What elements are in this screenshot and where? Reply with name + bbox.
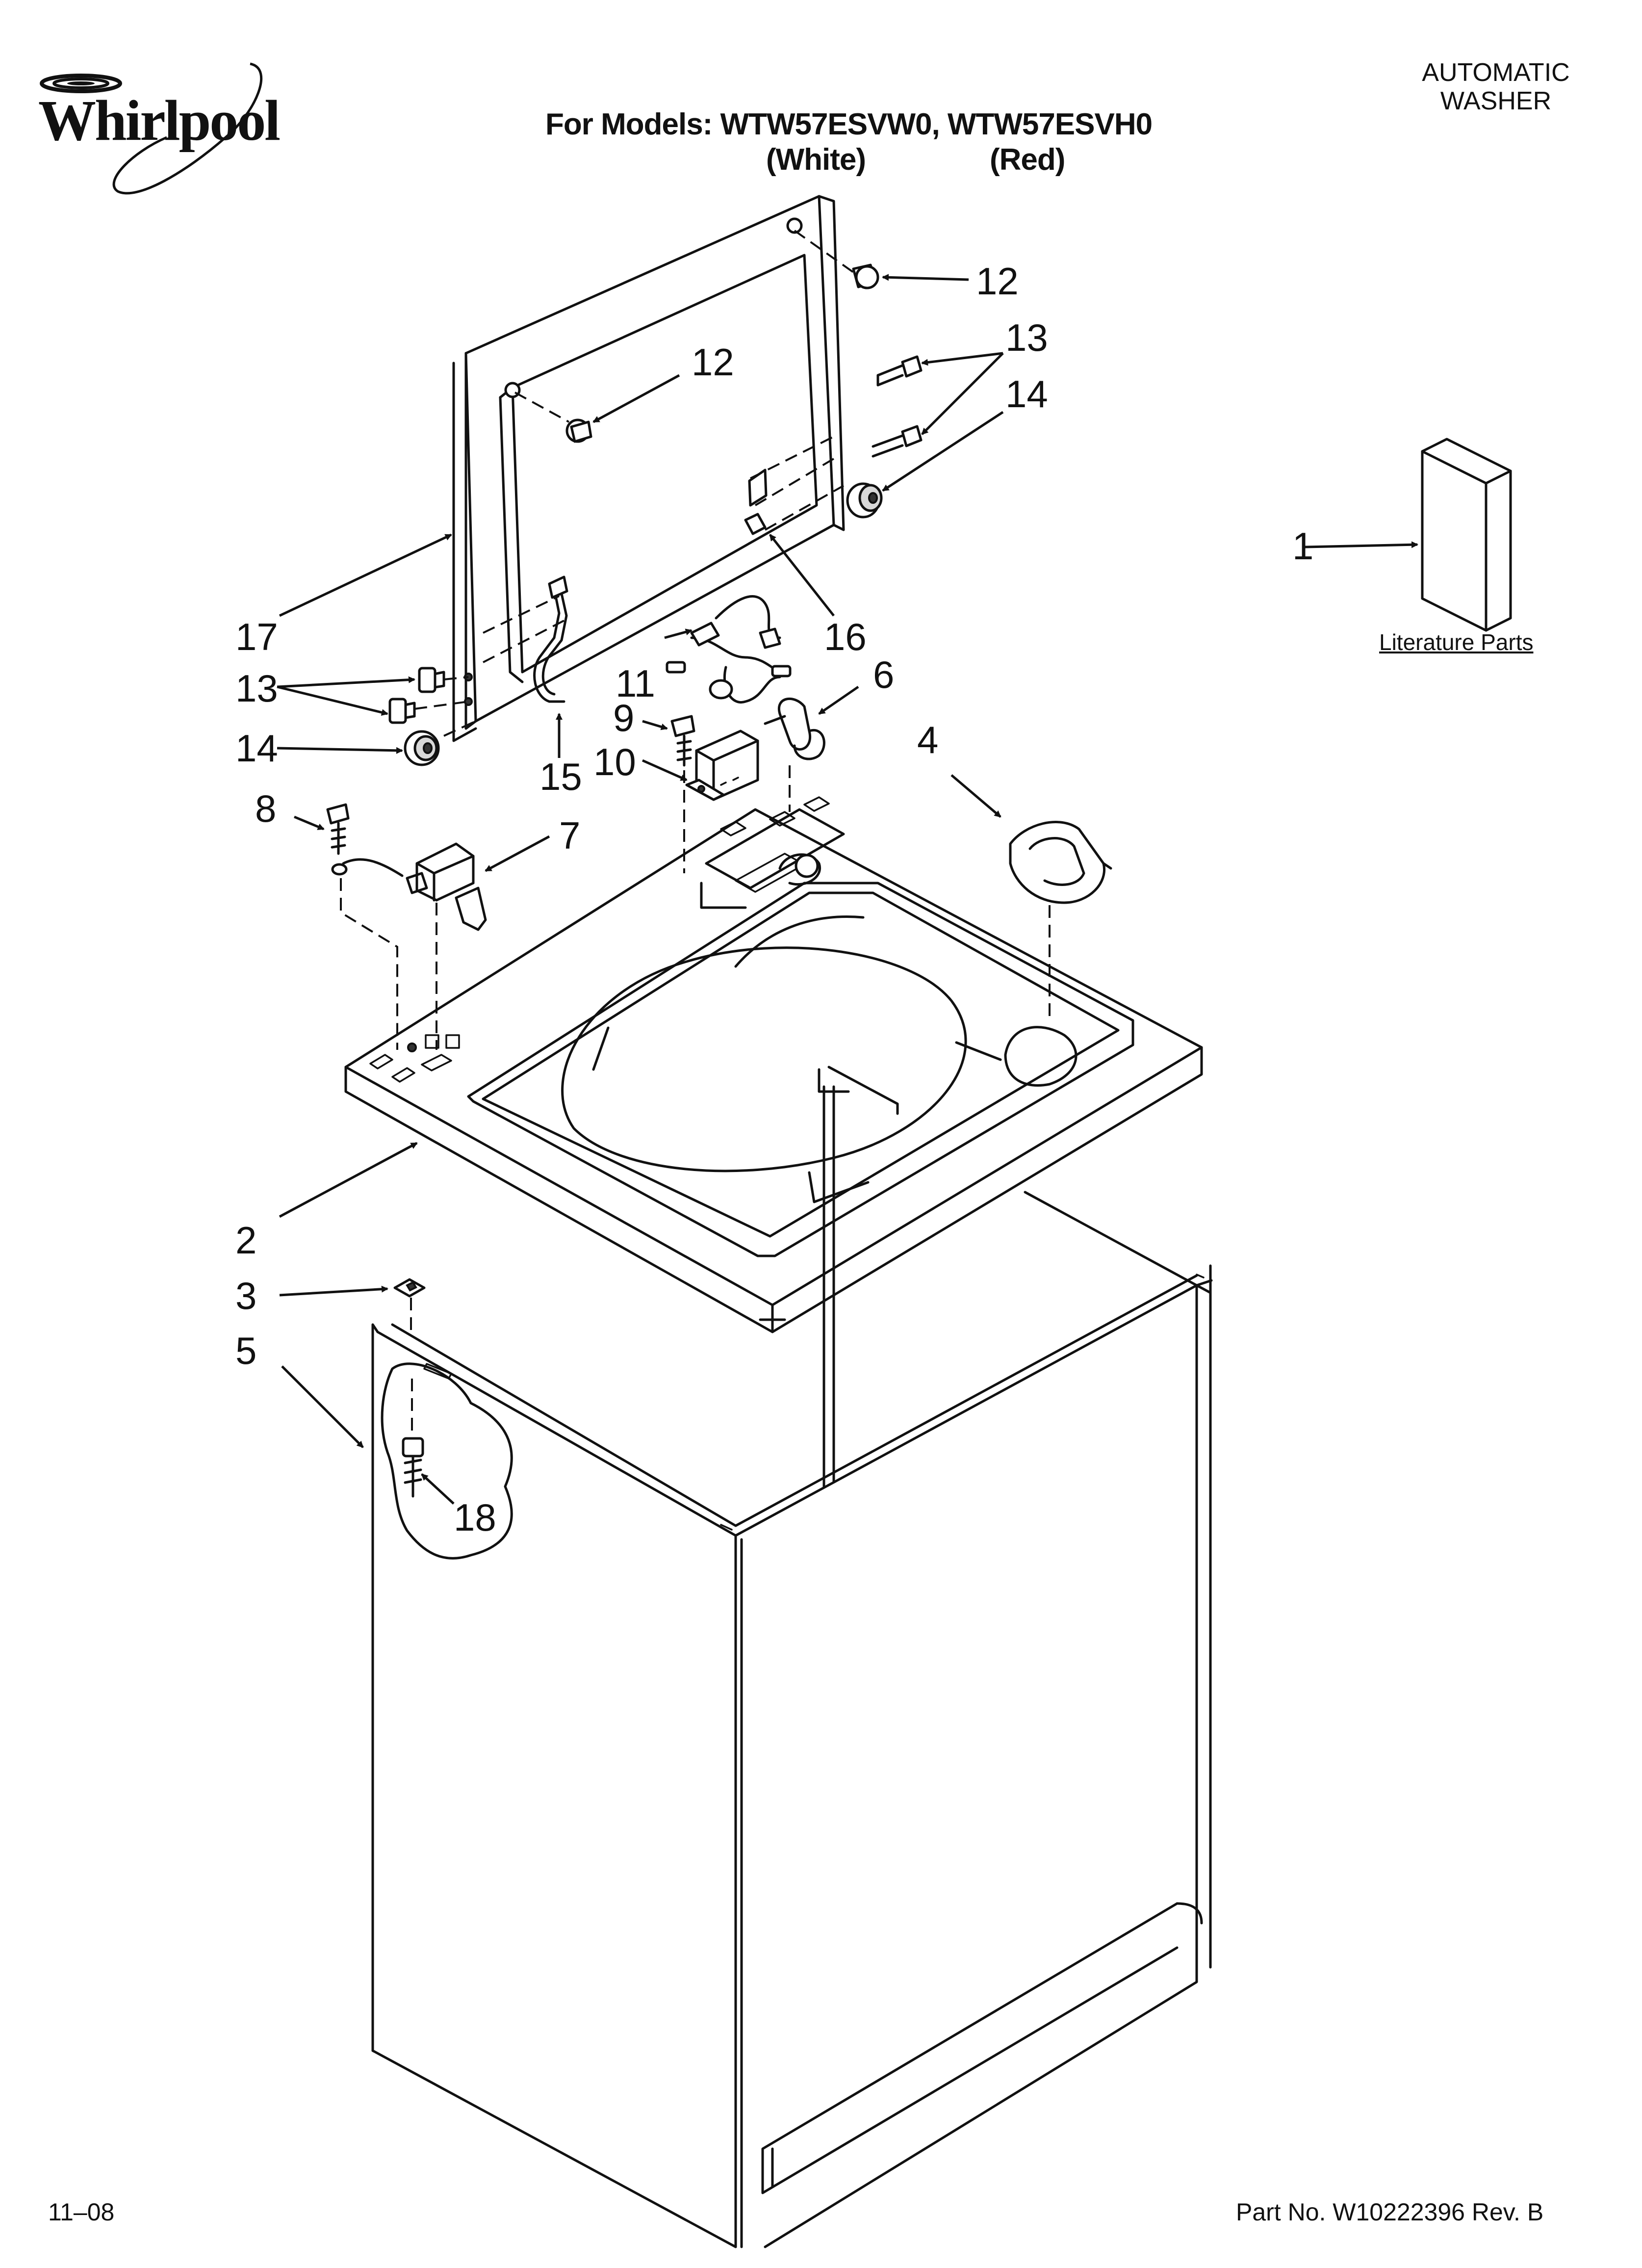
callout-14b: 14	[235, 727, 278, 770]
leader-10	[641, 759, 688, 782]
leader-lines	[277, 274, 1418, 1505]
leader-1	[1304, 541, 1418, 548]
leader-11	[664, 628, 693, 639]
callout-1: 1	[1292, 524, 1313, 568]
callout-12b: 12	[692, 340, 734, 384]
callout-8: 8	[255, 787, 276, 830]
whirlpool-logo	[20, 54, 324, 211]
leader-8	[294, 815, 325, 831]
callout-2: 2	[235, 1219, 257, 1262]
footer-date: 11–08	[48, 2198, 115, 2226]
wire-harness-11	[666, 595, 792, 704]
lid-switch-assembly-7	[331, 842, 487, 1050]
callout-5: 5	[235, 1329, 257, 1372]
leader-12b	[592, 374, 680, 423]
leader-13d	[277, 685, 388, 716]
cabinet-drawing	[371, 1085, 1213, 2248]
leader-13b	[921, 352, 1004, 435]
lid-drawing	[443, 195, 845, 742]
callout-3: 3	[235, 1274, 257, 1317]
leader-14b	[277, 747, 403, 754]
callout-7: 7	[559, 814, 580, 857]
leader-2	[279, 1142, 418, 1218]
screw-9	[670, 715, 695, 873]
screws-13-right	[872, 355, 923, 458]
leader-13c	[277, 676, 415, 688]
leader-12a	[882, 274, 969, 281]
callout-15: 15	[539, 755, 582, 798]
lid-switch-10	[685, 730, 759, 801]
grommet-14-left	[404, 730, 440, 766]
footer-part-number: Part No. W10222396 Rev. B	[1236, 2198, 1544, 2226]
bleach-dispenser-4	[1009, 821, 1112, 1020]
callout-10: 10	[593, 740, 636, 783]
top-panel-drawing	[344, 796, 1203, 1333]
doc-type-line2: WASHER	[1440, 87, 1552, 115]
clip-6	[764, 698, 825, 812]
leader-3	[279, 1285, 388, 1297]
callout-16: 16	[824, 615, 867, 658]
bumper-12-lower	[514, 391, 592, 443]
leader-5	[281, 1365, 364, 1448]
model-color-red: (Red)	[990, 143, 1065, 177]
callout-4: 4	[917, 718, 938, 761]
leader-18	[421, 1473, 455, 1505]
leader-13a	[921, 352, 1003, 366]
callout-17: 17	[235, 615, 278, 658]
leader-9	[642, 720, 668, 730]
leader-17	[279, 533, 452, 617]
callout-11: 11	[616, 662, 655, 705]
screw-8	[326, 803, 398, 1050]
literature-parts-drawing	[1421, 438, 1512, 632]
leader-6	[818, 685, 859, 715]
brand-name: Whirlpool	[38, 88, 281, 153]
doc-type-line1: AUTOMATIC	[1422, 58, 1570, 87]
screws-13-left	[388, 667, 469, 724]
literature-parts-label: Literature Parts	[1379, 629, 1534, 655]
callout-9: 9	[613, 696, 634, 739]
leader-14a	[882, 411, 1004, 492]
callout-13a: 13	[1005, 316, 1048, 359]
leader-16	[769, 534, 835, 617]
callout-13b: 13	[235, 667, 278, 710]
callout-12a: 12	[976, 260, 1019, 303]
callout-6: 6	[873, 653, 894, 696]
leader-4	[950, 774, 1001, 818]
grommet-14-right	[846, 482, 883, 519]
model-color-white: (White)	[766, 143, 866, 177]
models-line: For Models: WTW57ESVW0, WTW57ESVH0	[545, 107, 1153, 141]
clip-3	[393, 1278, 426, 1334]
bumper-12-upper	[794, 230, 879, 289]
callout-18: 18	[454, 1496, 496, 1539]
leader-7	[485, 835, 550, 872]
callout-14a: 14	[1005, 372, 1048, 416]
